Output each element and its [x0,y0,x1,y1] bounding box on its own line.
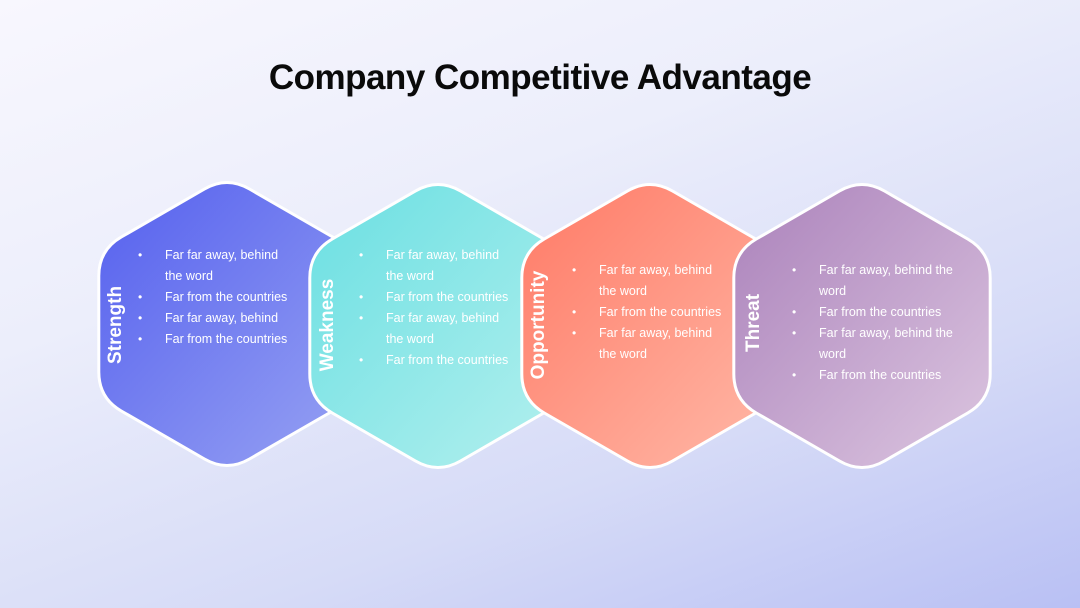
bullet-item: Far far away, behind the word [359,245,509,287]
bullet-list-weakness: Far far away, behind the word Far from t… [359,245,509,371]
hex-label-opportunity: Opportunity [528,270,549,380]
hex-label-threat: Threat [743,293,764,353]
bullet-item: Far far away, behind the word [792,260,962,302]
bullet-item: Far from the countries [792,365,962,386]
bullet-list-strength: Far far away, behind the word Far from t… [138,245,288,350]
bullet-item: Far far away, behind the word [138,245,288,287]
bullet-item: Far from the countries [359,287,509,308]
bullet-item: Far from the countries [138,287,288,308]
bullet-list-opportunity: Far far away, behind the word Far from t… [572,260,722,365]
slide-title: Company Competitive Advantage [268,58,812,97]
hex-label-weakness: Weakness [317,278,338,372]
bullet-item: Far far away, behind [138,308,288,329]
hex-label-strength: Strength [105,285,126,365]
bullet-list-threat: Far far away, behind the word Far from t… [792,260,962,386]
bullet-item: Far from the countries [359,350,509,371]
bullet-item: Far far away, behind the word [359,308,509,350]
bullet-item: Far far away, behind the word [572,323,722,365]
bullet-item: Far from the countries [792,302,962,323]
bullet-item: Far from the countries [138,329,288,350]
bullet-item: Far from the countries [572,302,722,323]
bullet-item: Far far away, behind the word [572,260,722,302]
bullet-item: Far far away, behind the word [792,323,962,365]
